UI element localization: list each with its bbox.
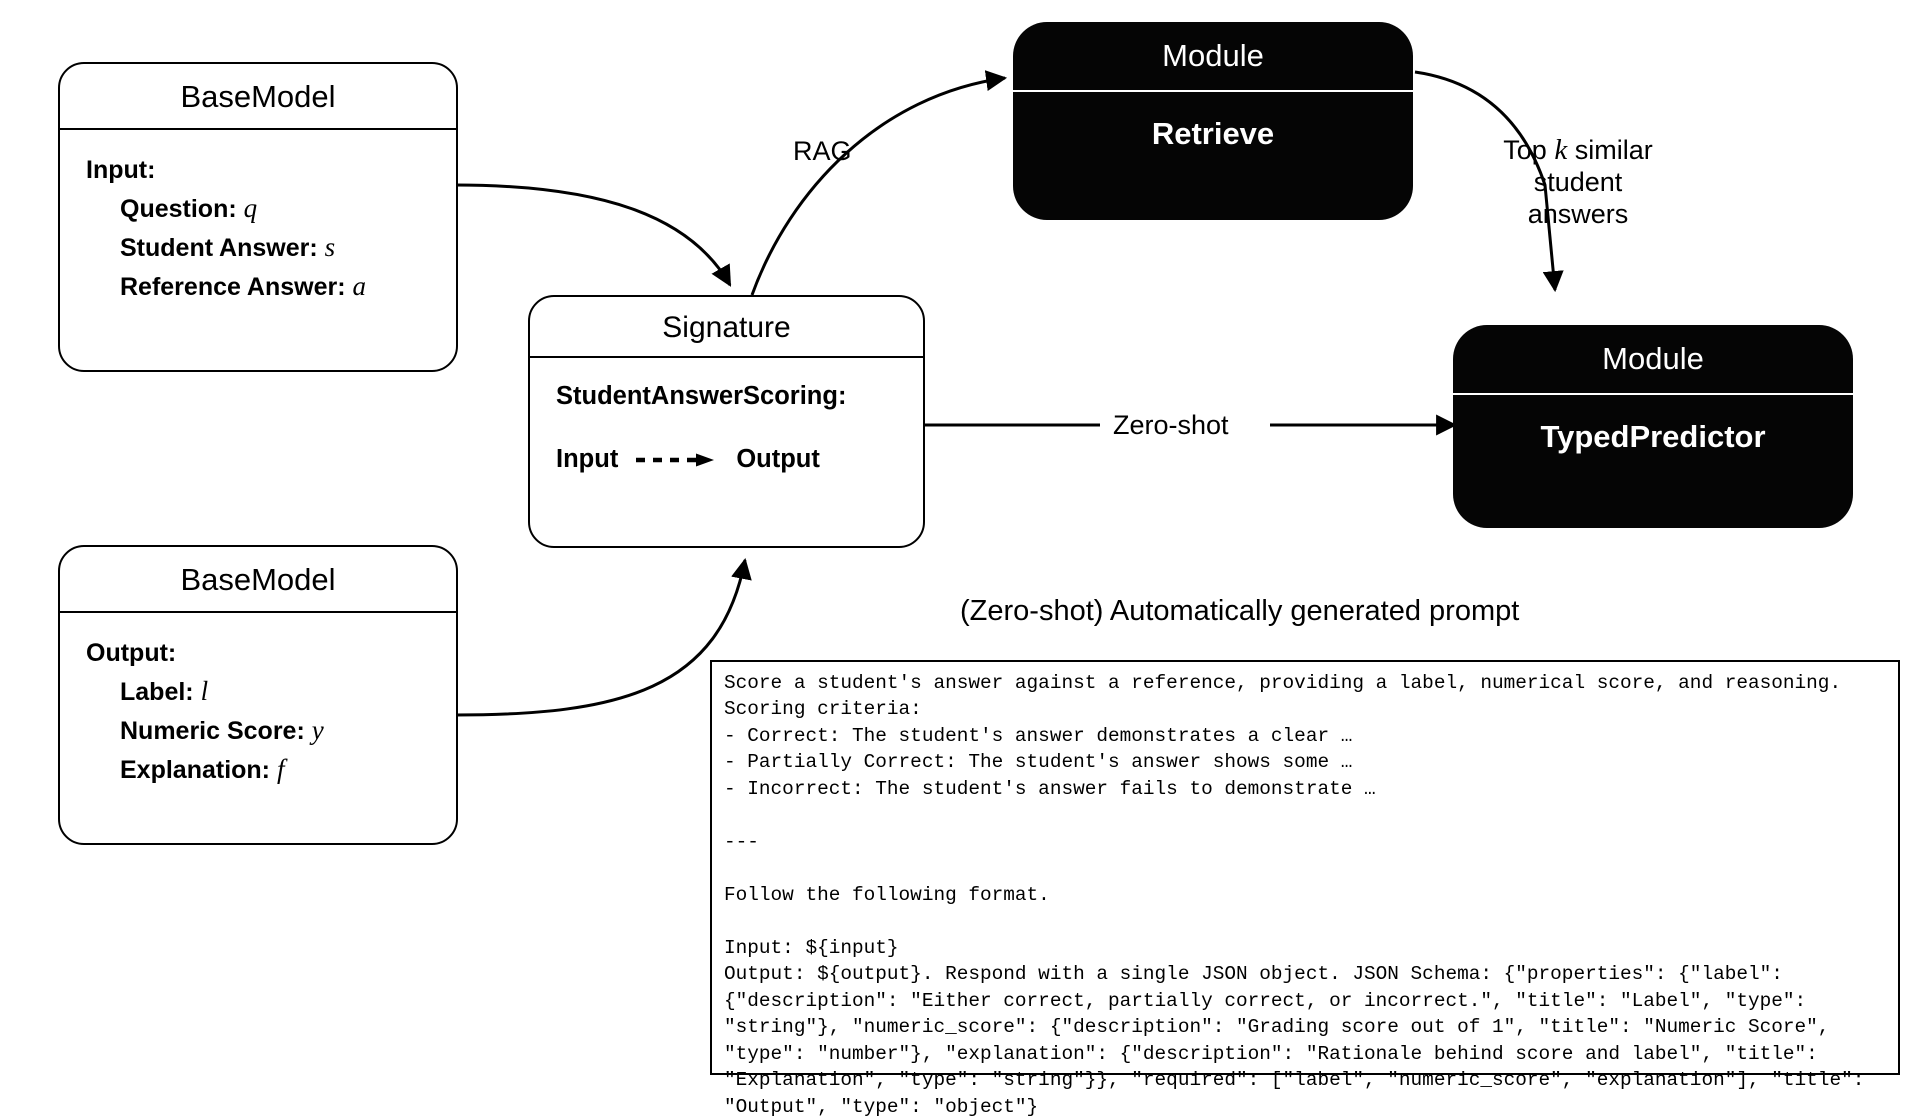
input-section-label: Input: [86, 156, 156, 185]
input-field-question: Question: q [120, 192, 258, 223]
input-field-student-answer-symbol: s [324, 232, 336, 262]
input-field-student-answer: Student Answer: s [120, 232, 336, 262]
output-section-label: Output: [86, 639, 177, 668]
module-retrieve-name: Retrieve [1151, 116, 1275, 151]
output-basemodel-divider [60, 611, 456, 614]
signature-name: StudentAnswerScoring: [556, 382, 847, 410]
output-basemodel-body: Output: Label: l Numeric Score: y Explan… [60, 613, 456, 800]
edge-input-to-signature [454, 183, 732, 287]
module-retrieve-divider [1013, 90, 1413, 92]
edge-signature-to-retrieve [750, 70, 1008, 296]
edge-label-k-symbol: k [1554, 134, 1568, 166]
output-field-label-symbol: l [200, 675, 209, 706]
module-typedpredictor-box: Module TypedPredictor [1453, 325, 1853, 528]
signature-output-label: Output [736, 445, 820, 473]
signature-input-label: Input [556, 445, 619, 473]
module-retrieve-box: Module Retrieve [1013, 22, 1413, 220]
input-basemodel-body: Input: Question: q Student Answer: s Ref… [60, 130, 456, 317]
output-basemodel-title: BaseModel [180, 562, 336, 597]
signature-box: Signature StudentAnswerScoring: Input Ou… [528, 295, 925, 548]
dashed-arrow-icon [634, 452, 720, 468]
input-basemodel-box: BaseModel Input: Question: q Student Ans… [58, 62, 458, 372]
module-typedpredictor-type: Module [1602, 341, 1704, 376]
output-field-label: Label: l [120, 675, 209, 706]
output-basemodel-box: BaseModel Output: Label: l Numeric Score… [58, 545, 458, 845]
input-basemodel-divider [60, 128, 456, 131]
output-field-numeric-score: Numeric Score: y [120, 715, 324, 745]
output-field-explanation: Explanation: f [120, 754, 285, 785]
edge-label-rag: RAG [793, 136, 852, 166]
signature-title: Signature [662, 311, 791, 344]
output-field-numeric-score-symbol: y [311, 715, 324, 745]
input-basemodel-title: BaseModel [180, 79, 336, 114]
module-retrieve-type: Module [1162, 38, 1264, 73]
module-typedpredictor-name: TypedPredictor [1540, 419, 1766, 454]
diagram-canvas: BaseModel Input: Question: q Student Ans… [58, 22, 1900, 1118]
edge-label-top-k-similar-student-answers: Top k similar student answers [1503, 134, 1653, 230]
signature-body: StudentAnswerScoring: Input Output [530, 358, 923, 474]
module-typedpredictor-divider [1453, 393, 1853, 395]
edge-label-zero-shot: Zero-shot [1113, 410, 1229, 440]
input-field-reference-answer-symbol: a [352, 271, 367, 302]
generated-prompt-text: Score a student's answer against a refer… [724, 672, 1865, 1118]
prompt-caption: (Zero-shot) Automatically generated prom… [960, 595, 1520, 627]
signature-divider [530, 356, 923, 358]
generated-prompt-box: Score a student's answer against a refer… [710, 660, 1900, 1118]
signature-io-row: Input Output [556, 445, 923, 474]
output-field-explanation-symbol: f [276, 754, 285, 785]
input-field-question-symbol: q [243, 192, 258, 223]
input-field-reference-answer: Reference Answer: a [120, 271, 367, 302]
edge-output-to-signature [454, 557, 752, 717]
